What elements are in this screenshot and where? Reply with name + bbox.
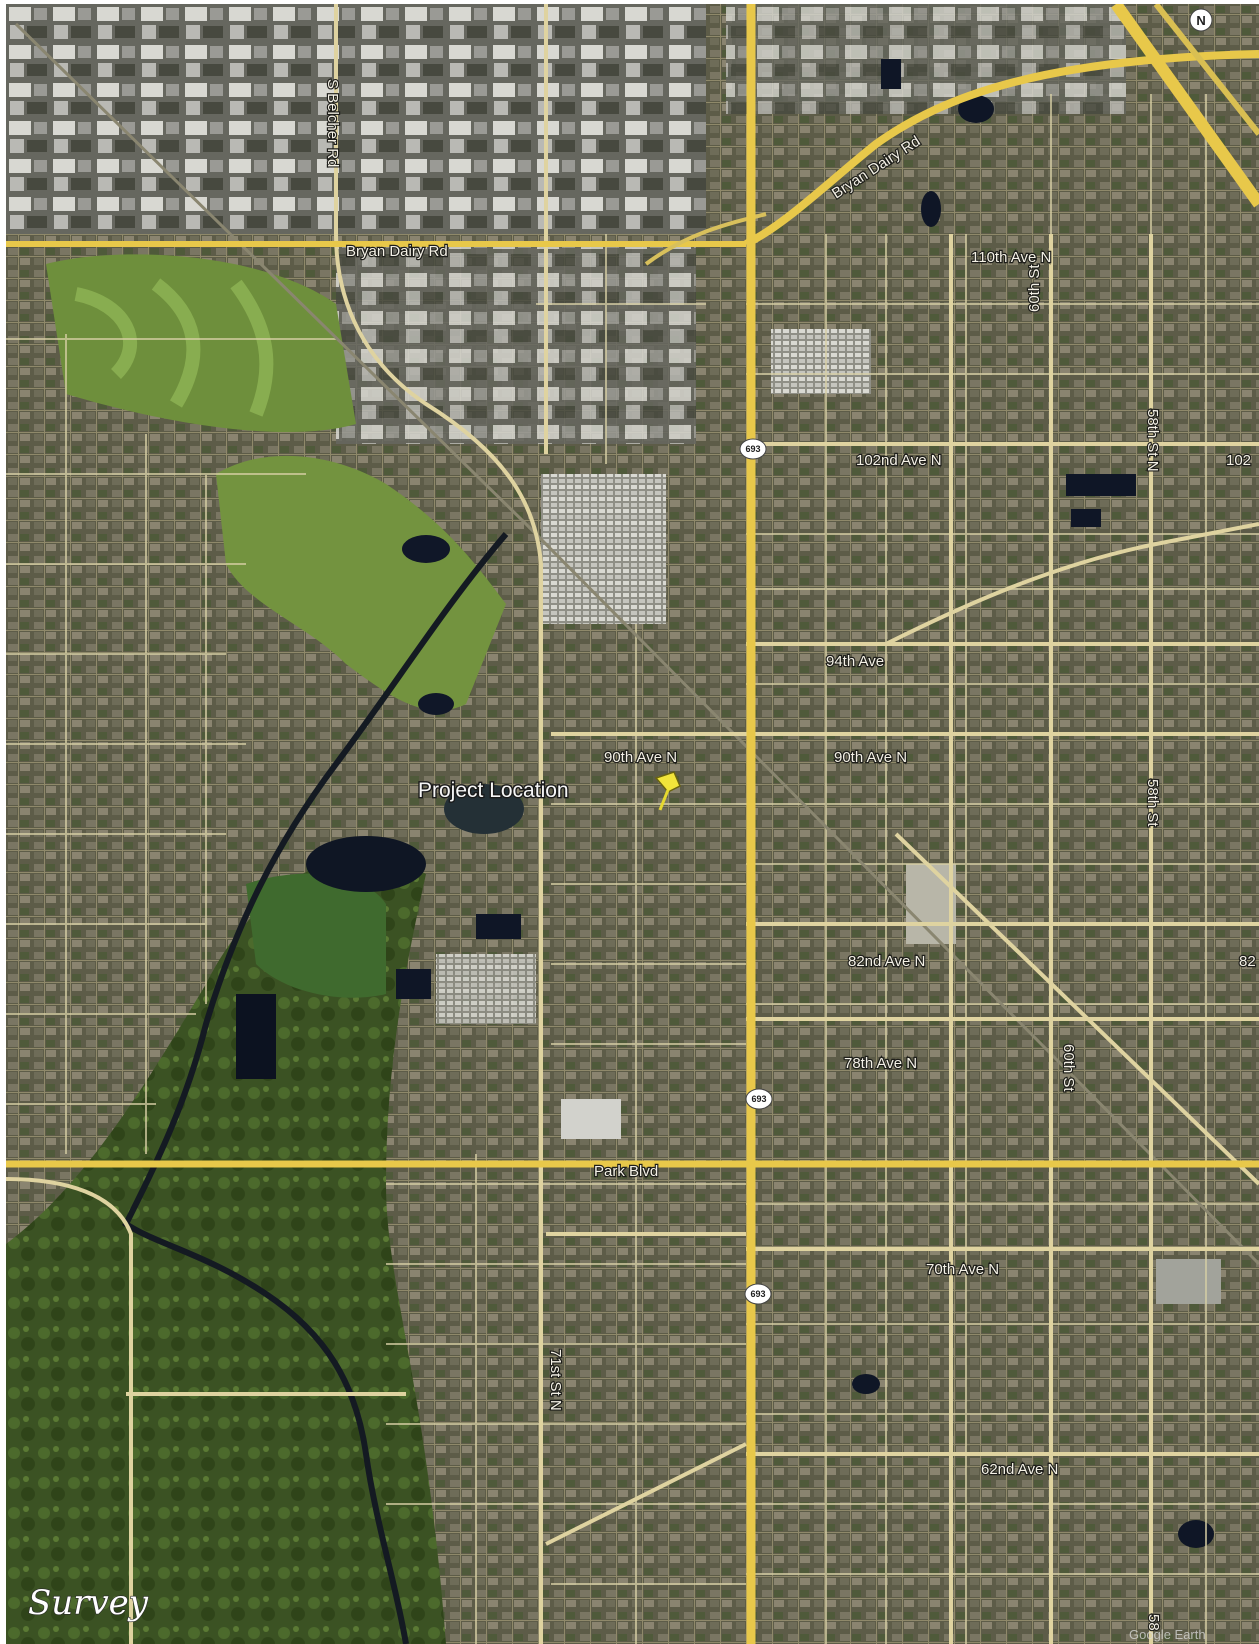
label-78th-ave-n: 78th Ave N [844,1055,917,1072]
label-58th-st: 58th St [1144,779,1161,827]
lake-project [444,784,524,834]
creek [122,532,509,1644]
label-82nd-ave-n: 82nd Ave N [848,953,925,970]
mobile-home-park-ne [771,329,871,394]
label-70th-ave-n: 70th Ave N [926,1261,999,1278]
pond-se [1178,1520,1214,1548]
pond-north-2 [921,191,941,227]
mobile-home-park [541,474,666,624]
lake-west [306,836,426,892]
label-60th-st: 60th St [1026,264,1043,312]
commercial-lot-park [561,1099,621,1139]
route-shield-693-south: 693 [744,1283,772,1305]
pond-ne-2 [1071,509,1101,527]
label-82-edge: 82 [1239,953,1256,970]
label-71st-st-n: 71st St N [547,1349,564,1411]
svg-text:693: 693 [751,1094,766,1104]
mobile-home-park-south [436,954,536,1024]
satellite-map[interactable]: 693 693 693 S Belcher Rd Bryan Dairy Rd … [6,4,1259,1644]
commercial-lot-se [1156,1259,1221,1304]
pond-north-3 [881,59,901,89]
svg-text:N: N [1196,13,1205,28]
survey-logo: Survey [28,1583,149,1623]
pond-north-1 [958,95,994,123]
label-58-edge: 58 [1145,1614,1162,1631]
golf-fairways [74,278,274,417]
svg-text:693: 693 [750,1289,765,1299]
industrial-area-central [336,244,696,444]
label-102nd-ave-n: 102nd Ave N [856,452,942,469]
google-earth-watermark: Google Earth [1129,1627,1206,1642]
label-58th-st-n: 58th St N [1144,409,1161,472]
pond-golf [402,535,450,563]
label-110th-ave-n: 110th Ave N [971,249,1051,266]
label-bryan-dairy-rd-west: Bryan Dairy Rd [346,243,448,260]
pond-central-2 [396,969,431,999]
pond-golf-2 [418,693,454,715]
secondary-roads [6,4,1259,1644]
route-shield-693-middle: 693 [745,1088,773,1110]
major-roads [6,4,1259,1644]
golf-course-south [216,455,506,711]
label-park-blvd: Park Blvd [594,1163,658,1180]
pond-central [476,914,521,939]
route-shield-693-north: 693 [739,438,767,460]
pond-sw [236,994,276,1079]
map-canvas[interactable]: 693 693 693 S Belcher Rd Bryan Dairy Rd … [6,4,1259,1644]
pond-ne-1 [1066,474,1136,496]
commercial-lot-east [906,864,956,944]
label-60th-st-south: 60th St [1060,1044,1077,1092]
yellow-pushpin-icon[interactable] [654,771,681,811]
label-102-edge: 102 [1226,452,1251,469]
label-s-belcher-rd: S Belcher Rd [324,79,341,167]
project-location-label: Project Location [418,779,569,802]
industrial-area-ne [726,4,1126,114]
label-62nd-ave-n: 62nd Ave N [981,1461,1058,1478]
pond-south [852,1374,880,1394]
golf-course-north [46,254,356,433]
wetland-green [246,873,386,998]
svg-text:693: 693 [745,444,760,454]
label-90th-ave-n-west: 90th Ave N [604,749,677,766]
label-90th-ave-n-east: 90th Ave N [834,749,907,766]
wetland-corridor [6,844,446,1644]
label-94th-ave: 94th Ave [826,653,884,670]
north-arrow-icon: N [1189,8,1213,32]
industrial-area-north [6,4,706,234]
